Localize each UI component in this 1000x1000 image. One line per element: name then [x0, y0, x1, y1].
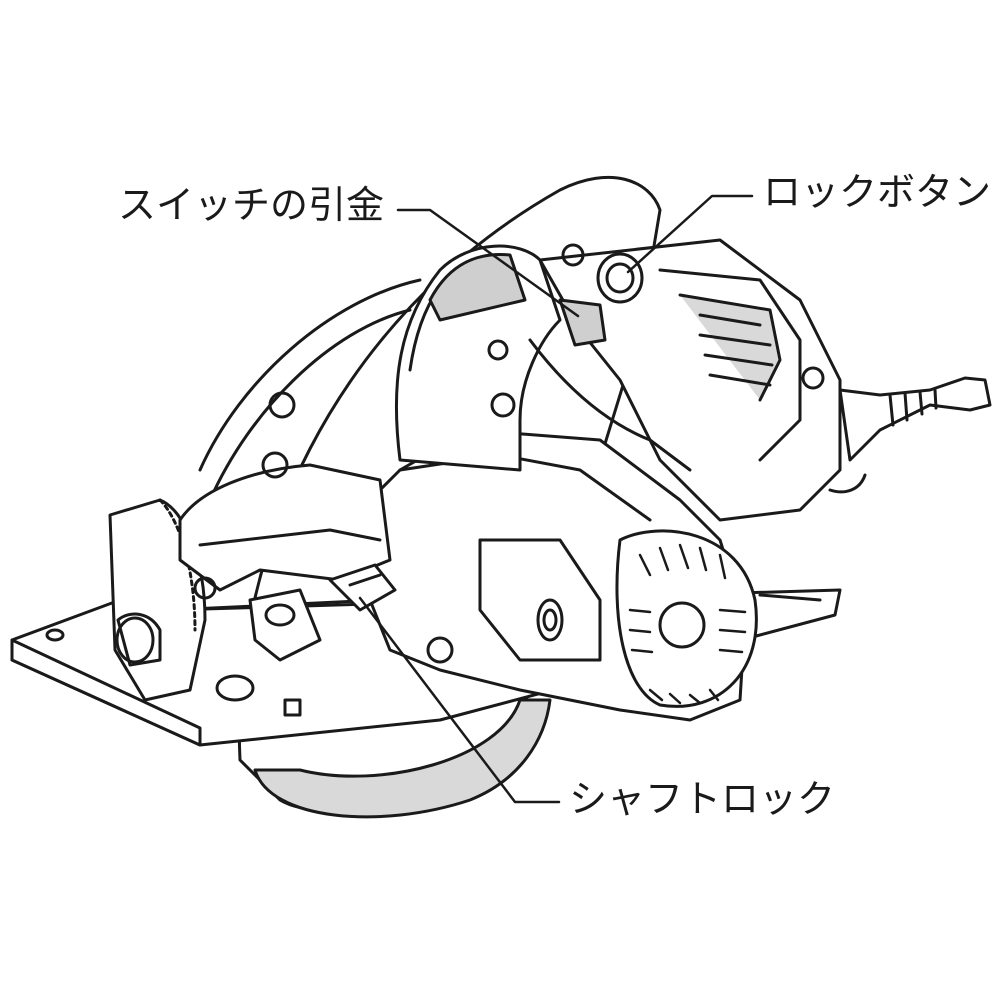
lock-button	[596, 252, 644, 304]
motor-housing	[348, 428, 758, 722]
motor-vents	[628, 543, 747, 705]
main-handle	[394, 238, 842, 664]
leader-lines	[358, 194, 754, 804]
leader-line-lock-button	[626, 194, 754, 274]
label-lock-button: ロックボタン	[763, 170, 992, 214]
leader-line-shaft-lock	[358, 596, 561, 804]
label-switch-trigger: スイッチの引金	[118, 183, 385, 227]
leader-line-trigger	[396, 208, 580, 318]
power-cord	[828, 376, 992, 494]
gear-case	[178, 391, 392, 662]
shaft-lock	[328, 563, 397, 612]
label-shaft-lock: シャフトロック	[569, 777, 836, 821]
